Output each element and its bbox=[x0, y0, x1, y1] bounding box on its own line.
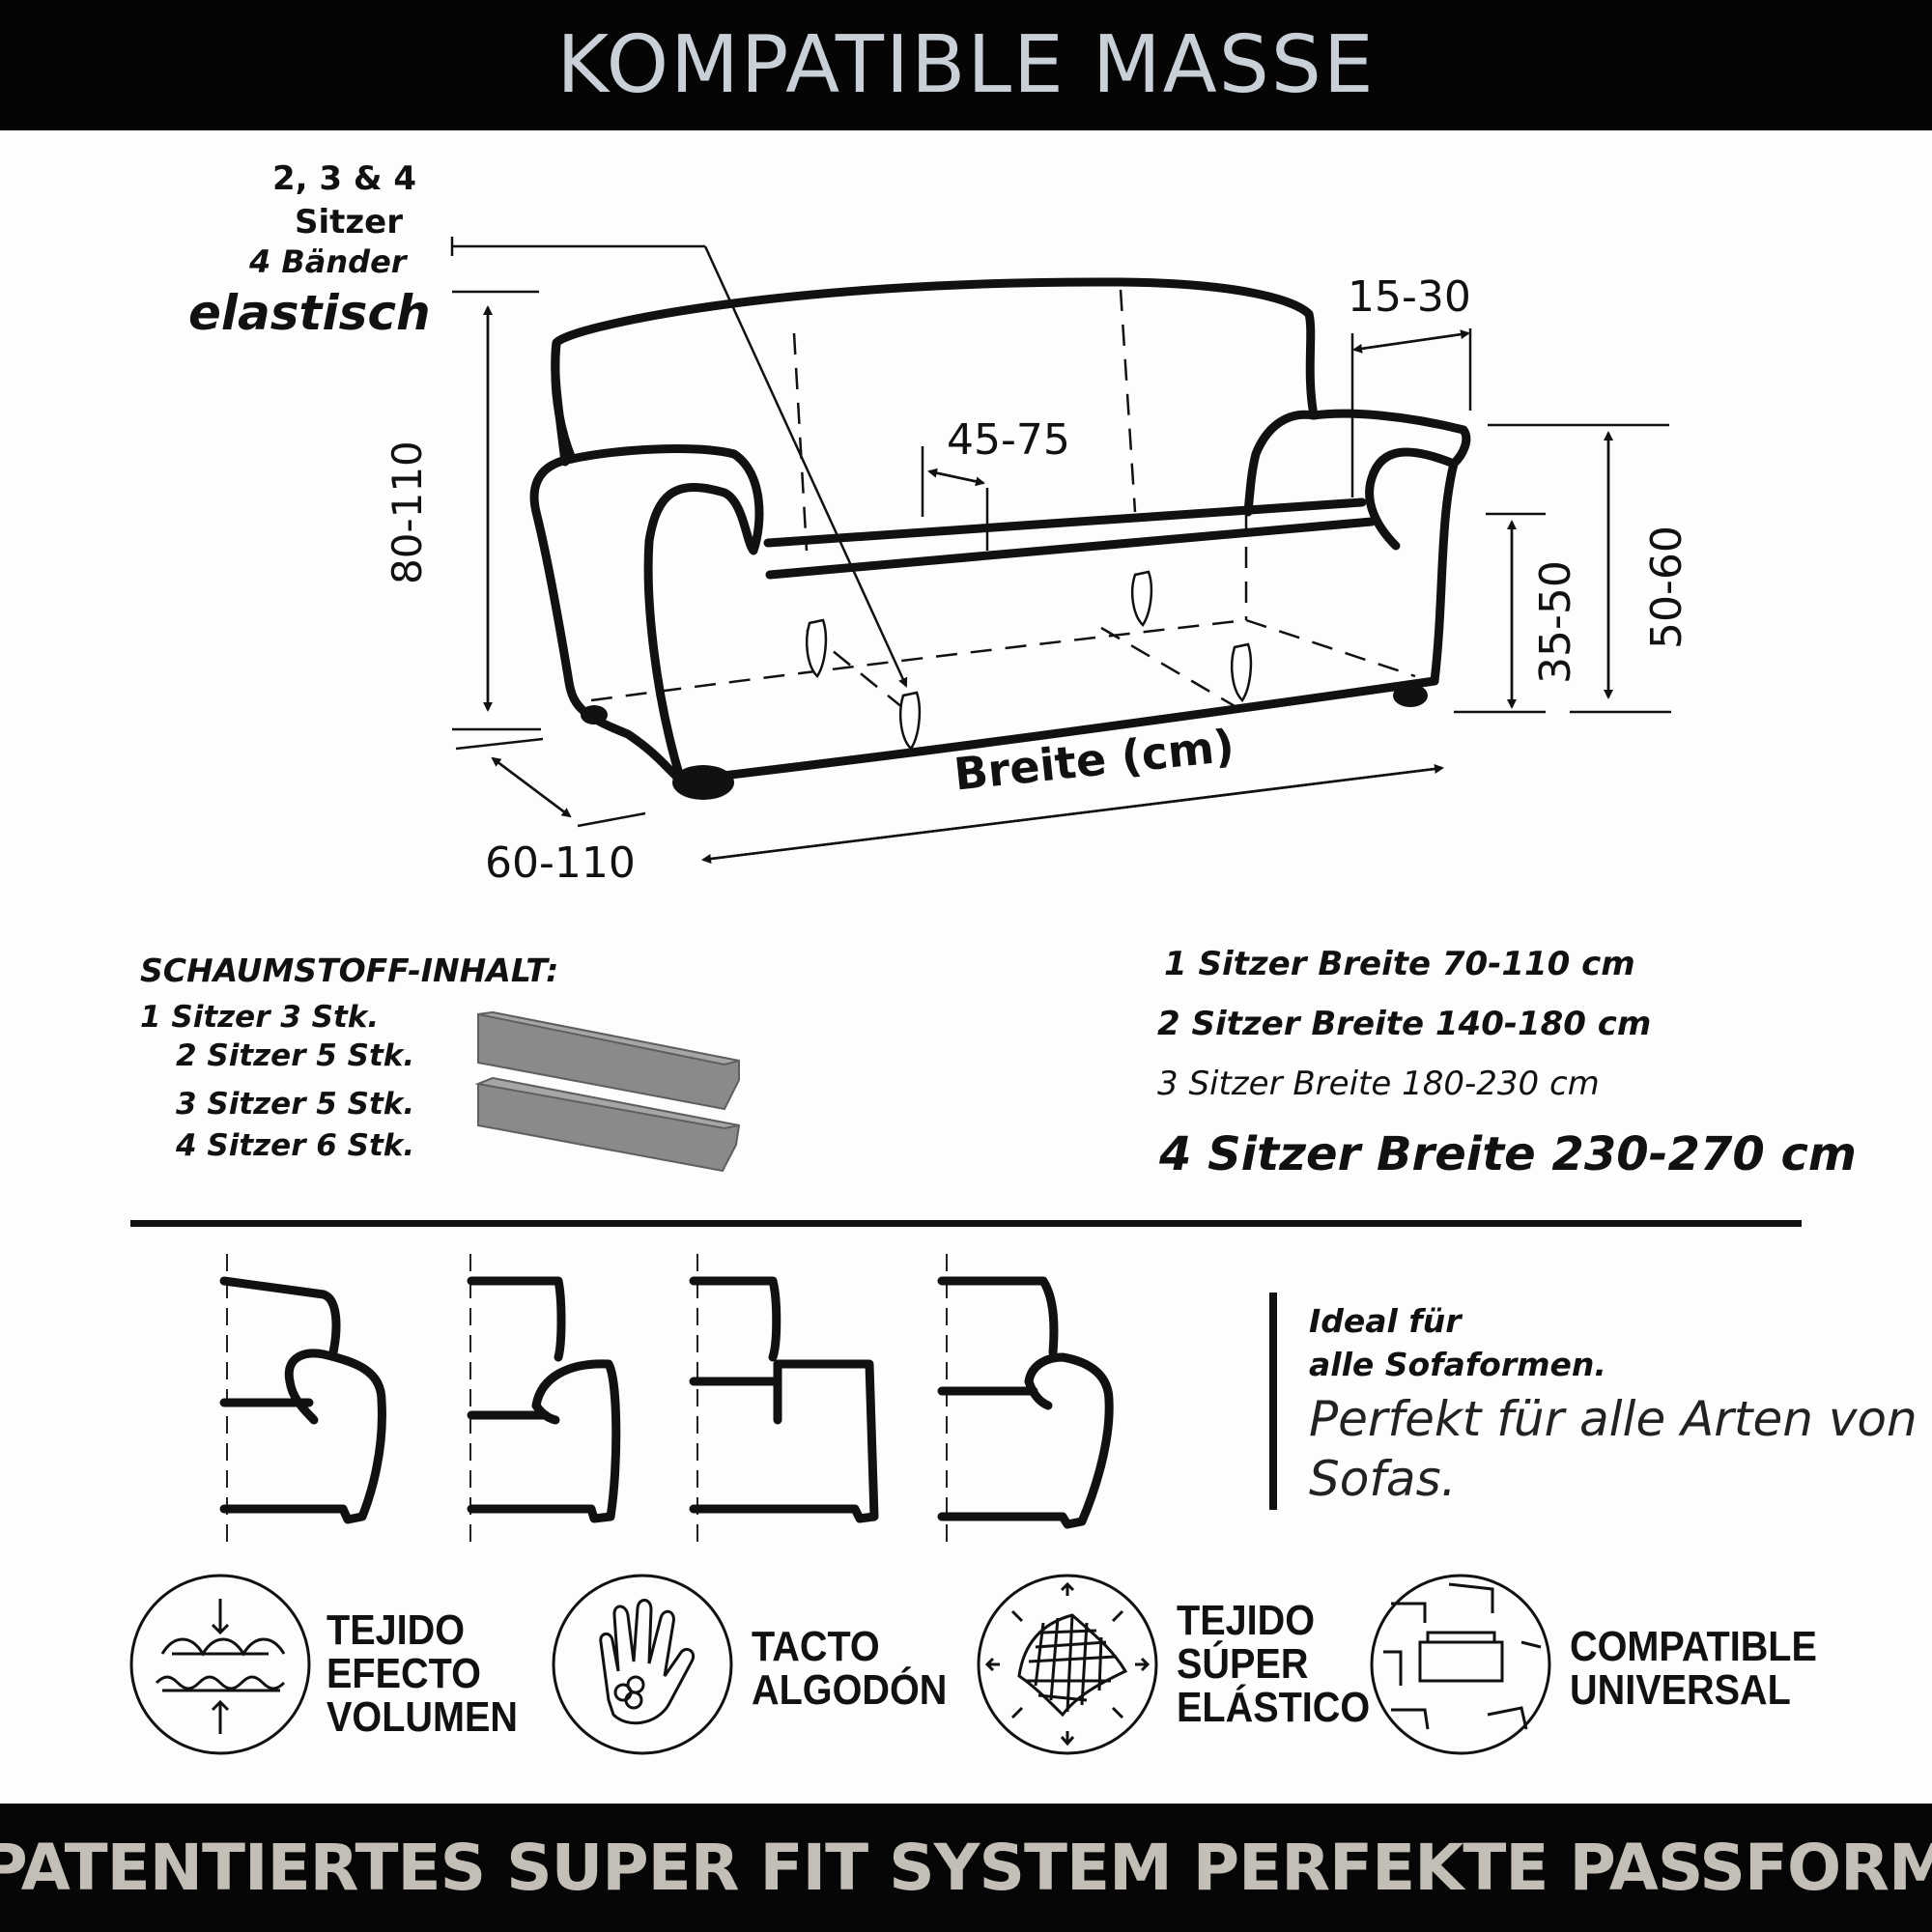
feature-1-line-3: VOLUMEN bbox=[327, 1693, 518, 1741]
feature-3-line-1: TEJIDO bbox=[1177, 1597, 1316, 1644]
width-2-seater: 2 Sitzer Breite 140-180 cm bbox=[1157, 1005, 1652, 1043]
sofa-shape-slope-arm bbox=[467, 1276, 621, 1523]
width-4-seater: 4 Sitzer Breite 230-270 cm bbox=[1159, 1127, 1857, 1181]
feature-1-line-2: EFECTO bbox=[327, 1650, 481, 1697]
dimension-lines bbox=[450, 237, 1671, 864]
sofa-shape-square-arm bbox=[689, 1276, 879, 1523]
ideal-vertical-bar bbox=[1269, 1293, 1277, 1510]
feature-4-line-2: UNIVERSAL bbox=[1570, 1666, 1791, 1714]
section-divider bbox=[130, 1220, 1802, 1227]
sofa-foot-right bbox=[1393, 684, 1428, 707]
foam-item-2: 2 Sitzer 5 Stk. bbox=[176, 1038, 415, 1073]
feature-1-line-1: TEJIDO bbox=[327, 1606, 466, 1654]
sofa-label-sitzer: Sitzer bbox=[295, 203, 404, 242]
width-3-seater: 3 Sitzer Breite 180-230 cm bbox=[1157, 1065, 1600, 1103]
ideal-line-1: Ideal für bbox=[1309, 1302, 1462, 1340]
sofa-label-straps: 4 Bänder bbox=[249, 243, 407, 280]
feature-4-line-1: COMPATIBLE bbox=[1570, 1623, 1817, 1670]
foam-item-4: 4 Sitzer 6 Stk. bbox=[176, 1128, 415, 1163]
sofa-label-sizes: 2, 3 & 4 bbox=[272, 159, 417, 198]
ideal-line-3: Perfekt für alle Arten von bbox=[1309, 1391, 1918, 1447]
sofa-outline bbox=[529, 277, 1471, 785]
sofa-foot-back bbox=[581, 705, 608, 724]
feature-2-line-1: TACTO bbox=[752, 1623, 880, 1670]
page-title: KOMPATIBLE MASSE bbox=[556, 19, 1376, 111]
universal-sofa-icon bbox=[1370, 1574, 1551, 1755]
width-1-seater: 1 Sitzer Breite 70-110 cm bbox=[1164, 945, 1635, 983]
dim-depth-label: 60-110 bbox=[485, 838, 636, 888]
header-bar: KOMPATIBLE MASSE bbox=[0, 0, 1932, 130]
ideal-line-2: alle Sofaformen. bbox=[1309, 1346, 1606, 1383]
feature-3-line-2: SÚPER bbox=[1177, 1640, 1309, 1688]
feature-3-line-3: ELÁSTICO bbox=[1177, 1684, 1371, 1731]
stretch-fabric-icon bbox=[977, 1574, 1158, 1755]
ideal-line-4: Sofas. bbox=[1309, 1451, 1457, 1507]
sofa-foot-left bbox=[672, 765, 734, 800]
cotton-hand-icon bbox=[552, 1574, 733, 1755]
elastic-straps bbox=[806, 570, 1253, 751]
foam-item-1: 1 Sitzer 3 Stk. bbox=[140, 1000, 380, 1035]
sofa-shape-rolled-arm bbox=[219, 1276, 386, 1524]
dim-arm-width-label: 15-30 bbox=[1348, 272, 1471, 322]
footer-text: PATENTIERTES SUPER FIT SYSTEM PERFEKTE P… bbox=[0, 1831, 1932, 1905]
dim-seat-depth-label: 45-75 bbox=[947, 415, 1070, 465]
sofa-label-elastic: elastisch bbox=[188, 285, 431, 341]
foam-item-3: 3 Sitzer 5 Stk. bbox=[176, 1087, 415, 1122]
sofa-hidden-lines bbox=[590, 289, 1416, 721]
volume-fabric-icon bbox=[129, 1574, 311, 1755]
sofa-shape-round-arm bbox=[937, 1276, 1114, 1529]
foam-title: SCHAUMSTOFF-INHALT: bbox=[140, 952, 559, 989]
feature-2-line-2: ALGODÓN bbox=[752, 1666, 948, 1714]
footer-bar: PATENTIERTES SUPER FIT SYSTEM PERFEKTE P… bbox=[0, 1804, 1932, 1932]
